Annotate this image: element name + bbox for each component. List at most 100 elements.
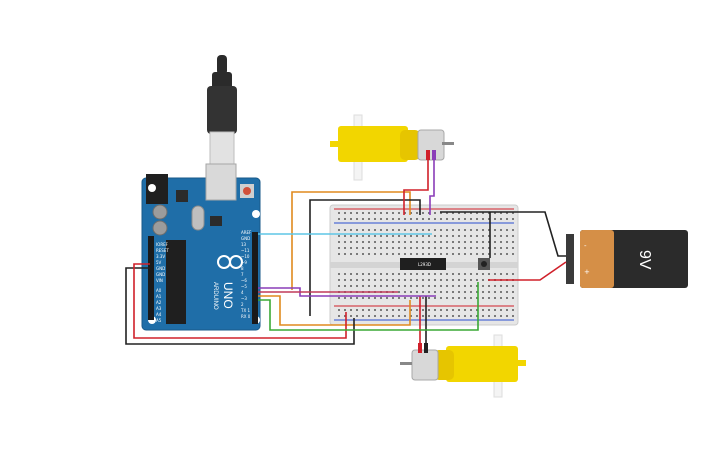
breadboard-hole[interactable]	[506, 297, 508, 299]
breadboard-hole[interactable]	[386, 253, 388, 255]
breadboard-hole[interactable]	[380, 229, 382, 231]
breadboard-hole[interactable]	[404, 241, 406, 243]
breadboard-hole[interactable]	[500, 229, 502, 231]
breadboard-hole[interactable]	[452, 309, 454, 311]
breadboard-hole[interactable]	[344, 315, 346, 317]
breadboard-hole[interactable]	[386, 229, 388, 231]
breadboard-hole[interactable]	[338, 253, 340, 255]
breadboard-hole[interactable]	[494, 253, 496, 255]
breadboard-hole[interactable]	[344, 253, 346, 255]
wire-orange[interactable]	[258, 295, 411, 326]
breadboard-hole[interactable]	[464, 218, 466, 220]
breadboard-hole[interactable]	[512, 273, 514, 275]
breadboard-hole[interactable]	[374, 212, 376, 214]
breadboard-hole[interactable]	[440, 297, 442, 299]
breadboard-hole[interactable]	[356, 273, 358, 275]
breadboard-hole[interactable]	[506, 218, 508, 220]
breadboard-hole[interactable]	[404, 235, 406, 237]
breadboard-hole[interactable]	[404, 212, 406, 214]
breadboard-hole[interactable]	[416, 279, 418, 281]
breadboard-hole[interactable]	[398, 285, 400, 287]
breadboard-hole[interactable]	[452, 285, 454, 287]
breadboard-hole[interactable]	[362, 297, 364, 299]
breadboard-hole[interactable]	[494, 297, 496, 299]
breadboard-hole[interactable]	[380, 297, 382, 299]
breadboard-hole[interactable]	[338, 273, 340, 275]
breadboard-hole[interactable]	[470, 229, 472, 231]
breadboard-hole[interactable]	[512, 241, 514, 243]
breadboard-hole[interactable]	[470, 285, 472, 287]
breadboard-hole[interactable]	[512, 315, 514, 317]
breadboard-hole[interactable]	[494, 218, 496, 220]
breadboard-hole[interactable]	[476, 241, 478, 243]
breadboard-hole[interactable]	[500, 285, 502, 287]
breadboard-hole[interactable]	[380, 235, 382, 237]
wire-black[interactable]	[440, 211, 566, 257]
breadboard-hole[interactable]	[380, 218, 382, 220]
breadboard-hole[interactable]	[488, 253, 490, 255]
breadboard-hole[interactable]	[386, 285, 388, 287]
breadboard-hole[interactable]	[452, 279, 454, 281]
wire-black[interactable]	[309, 199, 421, 316]
breadboard-hole[interactable]	[434, 273, 436, 275]
breadboard-hole[interactable]	[422, 309, 424, 311]
breadboard-hole[interactable]	[476, 315, 478, 317]
breadboard-hole[interactable]	[446, 279, 448, 281]
breadboard-hole[interactable]	[488, 247, 490, 249]
breadboard-hole[interactable]	[422, 229, 424, 231]
breadboard-hole[interactable]	[506, 212, 508, 214]
breadboard-hole[interactable]	[458, 291, 460, 293]
breadboard-hole[interactable]	[368, 235, 370, 237]
breadboard-hole[interactable]	[362, 273, 364, 275]
breadboard-hole[interactable]	[350, 253, 352, 255]
breadboard-hole[interactable]	[434, 285, 436, 287]
breadboard-hole[interactable]	[428, 285, 430, 287]
breadboard-hole[interactable]	[500, 241, 502, 243]
breadboard-hole[interactable]	[392, 273, 394, 275]
breadboard-hole[interactable]	[392, 218, 394, 220]
breadboard-hole[interactable]	[458, 229, 460, 231]
breadboard-hole[interactable]	[512, 247, 514, 249]
breadboard-hole[interactable]	[338, 229, 340, 231]
breadboard-hole[interactable]	[374, 279, 376, 281]
breadboard-hole[interactable]	[422, 247, 424, 249]
breadboard-hole[interactable]	[410, 229, 412, 231]
breadboard-hole[interactable]	[410, 273, 412, 275]
breadboard-hole[interactable]	[362, 218, 364, 220]
breadboard-hole[interactable]	[476, 291, 478, 293]
breadboard-hole[interactable]	[494, 247, 496, 249]
breadboard-hole[interactable]	[344, 235, 346, 237]
breadboard-hole[interactable]	[470, 212, 472, 214]
breadboard-hole[interactable]	[440, 253, 442, 255]
breadboard-hole[interactable]	[458, 212, 460, 214]
breadboard-hole[interactable]	[416, 291, 418, 293]
breadboard-hole[interactable]	[356, 309, 358, 311]
wire-red[interactable]	[403, 160, 429, 215]
breadboard-hole[interactable]	[344, 273, 346, 275]
breadboard-hole[interactable]	[428, 212, 430, 214]
breadboard-hole[interactable]	[482, 235, 484, 237]
breadboard-hole[interactable]	[350, 279, 352, 281]
breadboard-hole[interactable]	[398, 253, 400, 255]
breadboard-hole[interactable]	[440, 241, 442, 243]
breadboard-hole[interactable]	[482, 285, 484, 287]
breadboard-hole[interactable]	[356, 297, 358, 299]
breadboard-hole[interactable]	[512, 309, 514, 311]
breadboard-hole[interactable]	[398, 247, 400, 249]
breadboard-hole[interactable]	[458, 285, 460, 287]
breadboard-hole[interactable]	[476, 218, 478, 220]
breadboard-hole[interactable]	[374, 241, 376, 243]
dc-motor-bottom[interactable]	[400, 334, 526, 398]
breadboard-hole[interactable]	[368, 218, 370, 220]
breadboard-hole[interactable]	[422, 253, 424, 255]
breadboard-hole[interactable]	[422, 273, 424, 275]
breadboard-hole[interactable]	[434, 297, 436, 299]
breadboard-hole[interactable]	[446, 273, 448, 275]
breadboard-hole[interactable]	[416, 297, 418, 299]
breadboard-hole[interactable]	[338, 297, 340, 299]
breadboard-hole[interactable]	[446, 285, 448, 287]
breadboard-hole[interactable]	[464, 235, 466, 237]
breadboard-hole[interactable]	[428, 241, 430, 243]
breadboard-hole[interactable]	[410, 241, 412, 243]
breadboard-hole[interactable]	[368, 309, 370, 311]
